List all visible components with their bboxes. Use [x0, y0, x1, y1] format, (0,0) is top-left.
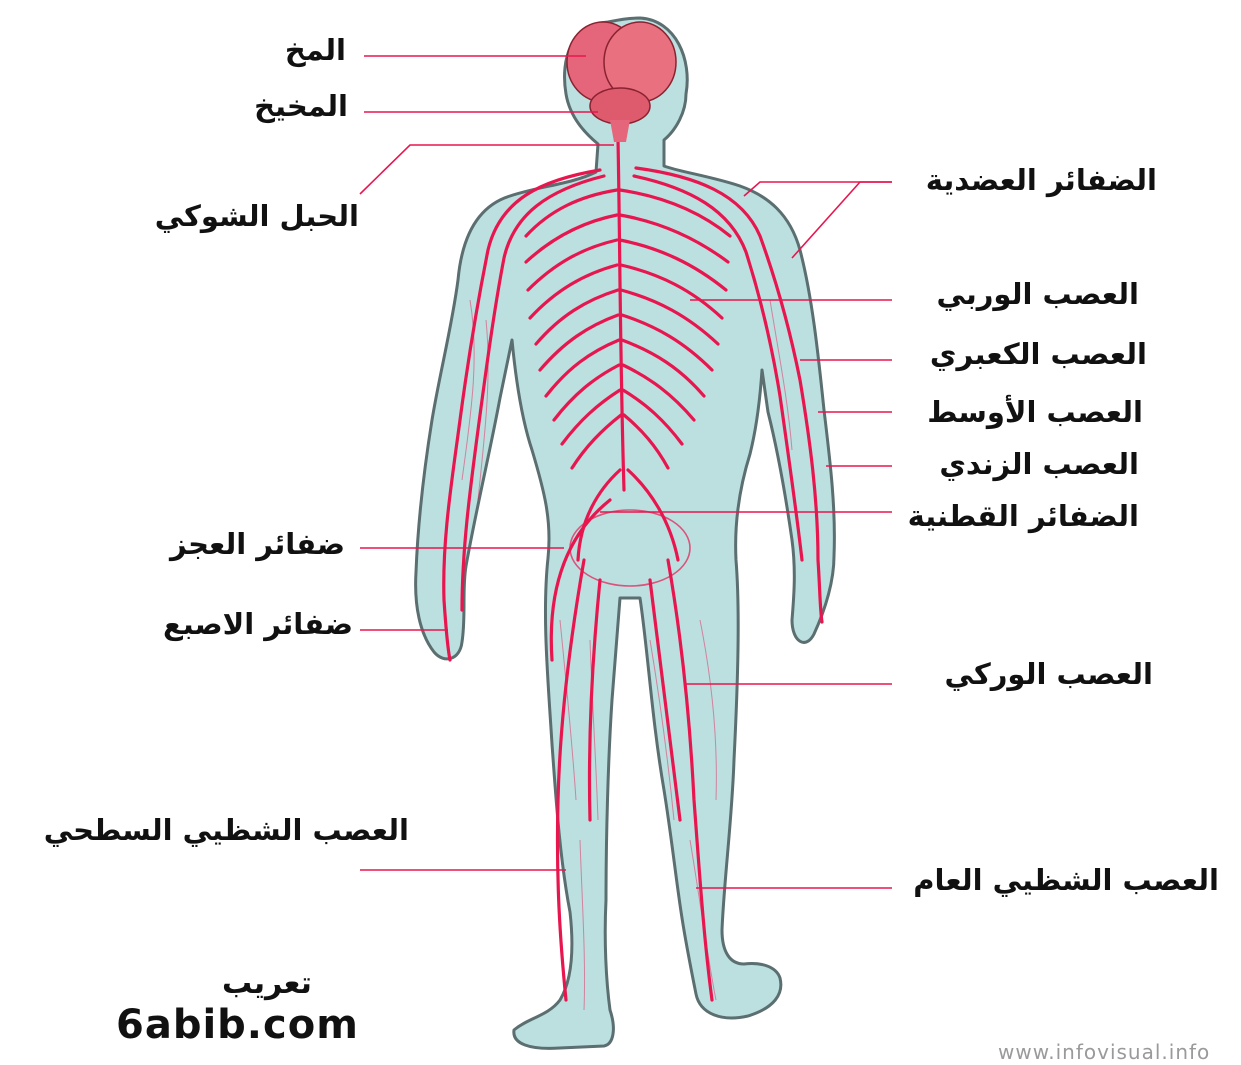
- leader-brachial-plexus: [744, 182, 892, 196]
- label-brachial-plexus: الضفائر العضدية: [926, 166, 1157, 195]
- label-cerebellum: المخيخ: [254, 92, 348, 121]
- leader-brachial-plexus-2: [792, 182, 892, 258]
- label-radial: العصب الكعبري: [930, 340, 1147, 369]
- label-lumbar-plexus: الضفائر القطنية: [908, 502, 1139, 531]
- label-digital-plexus: ضفائر الاصبع: [163, 610, 353, 639]
- label-sciatic: العصب الوركي: [945, 660, 1153, 689]
- cerebellum: [590, 88, 650, 124]
- watermark: www.infovisual.info: [998, 1040, 1210, 1064]
- label-sacral-plexus: ضفائر العجز: [170, 530, 345, 559]
- label-brain: المخ: [285, 36, 346, 65]
- label-median: العصب الأوسط: [927, 398, 1143, 427]
- label-intercostal: العصب الوربي: [936, 280, 1139, 309]
- body-silhouette: [416, 18, 835, 1048]
- credit-arabization: تعريب: [222, 966, 312, 1001]
- credit-site: 6abib.com: [116, 1002, 359, 1048]
- label-common-peroneal: العصب الشظيي العام: [913, 866, 1219, 895]
- label-ulnar: العصب الزندي: [939, 450, 1139, 479]
- label-spinal-cord: الحبل الشوكي: [155, 202, 359, 231]
- label-superficial-sciatic: العصب الشظيي السطحي: [44, 816, 409, 845]
